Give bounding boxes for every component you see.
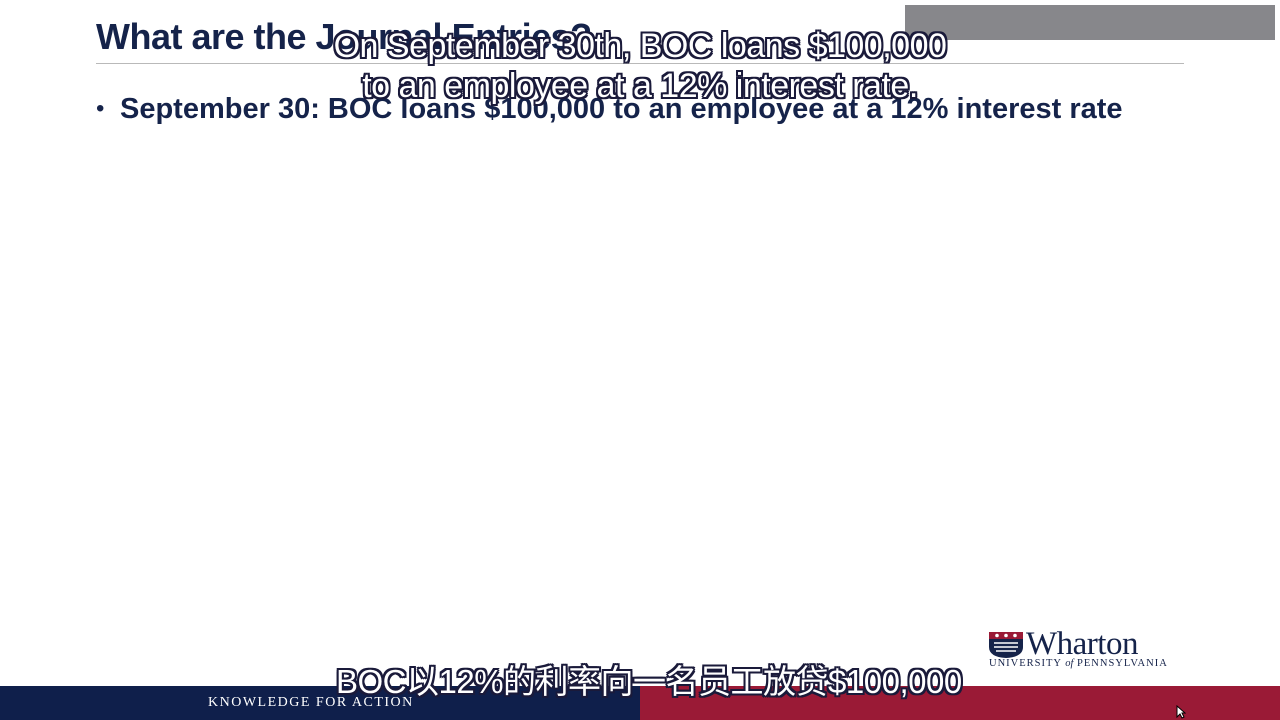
logo-subtitle: UNIVERSITY of PENNSYLVANIA bbox=[989, 658, 1168, 669]
mouse-cursor-icon bbox=[1176, 705, 1186, 719]
footer-bar-red bbox=[640, 686, 1280, 720]
slide-title: What are the Journal Entries? bbox=[96, 16, 592, 57]
bullet-list: • September 30: BOC loans $100,000 to an… bbox=[96, 90, 1176, 128]
footer-bar-navy: KNOWLEDGE FOR ACTION bbox=[0, 686, 640, 720]
logo-wordmark: Wharton bbox=[1026, 626, 1138, 662]
logo-sub-university: UNIVERSITY bbox=[989, 658, 1062, 669]
subtitle-chinese: BOC以12%的利率向一名员工放贷$100,000 bbox=[336, 663, 962, 700]
footer-tagline: KNOWLEDGE FOR ACTION bbox=[208, 695, 414, 710]
penn-shield-icon bbox=[989, 632, 1023, 658]
logo-sub-of: of bbox=[1065, 658, 1074, 669]
subtitle-english-line-1: On September 30th, BOC loans $100,000 bbox=[333, 27, 947, 65]
logo-sub-penn: PENNSYLVANIA bbox=[1077, 658, 1168, 669]
bullet-item: • September 30: BOC loans $100,000 to an… bbox=[96, 90, 1176, 128]
overlay-gray-box bbox=[905, 5, 1275, 40]
title-divider bbox=[96, 63, 1184, 64]
subtitle-english-line-2: to an employee at a 12% interest rate. bbox=[362, 67, 918, 105]
bullet-text: September 30: BOC loans $100,000 to an e… bbox=[120, 93, 1123, 125]
wharton-logo: Wharton UNIVERSITY of PENNSYLVANIA bbox=[988, 626, 1192, 672]
bullet-dot-icon: • bbox=[96, 95, 105, 122]
